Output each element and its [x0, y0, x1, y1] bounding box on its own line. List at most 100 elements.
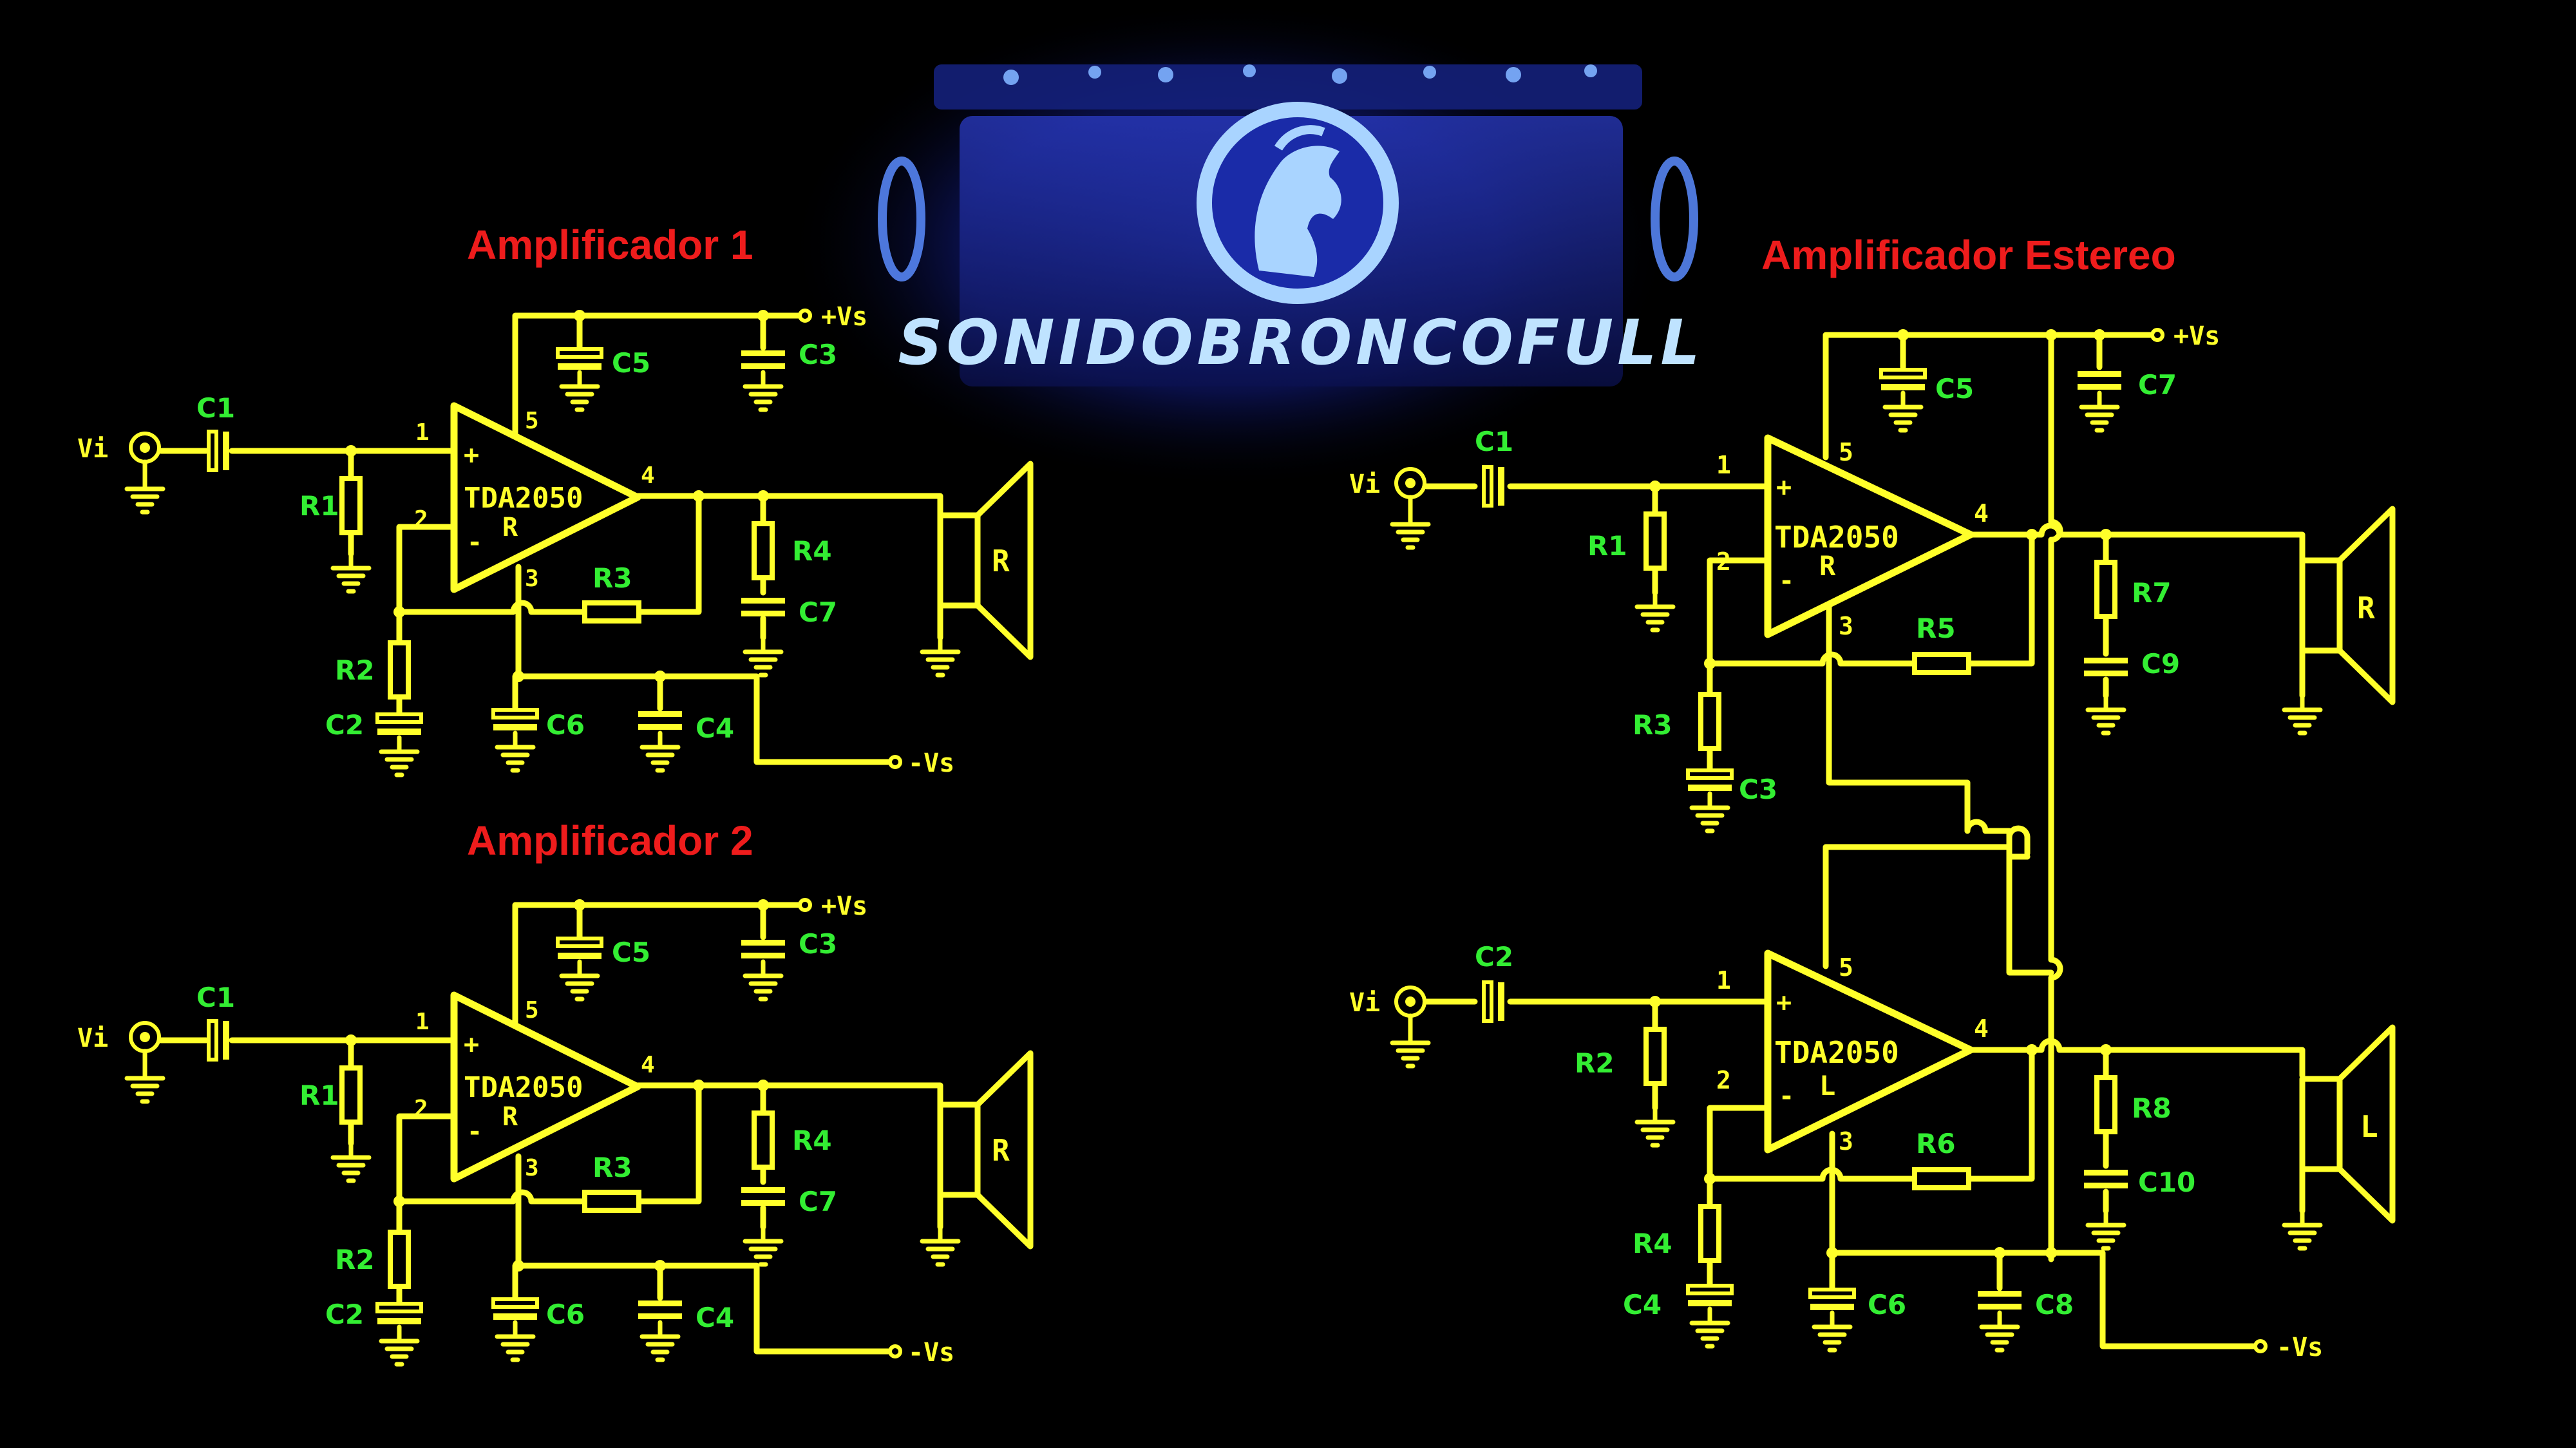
- vminus-label: -Vs: [908, 1338, 954, 1367]
- svg-text:R1: R1: [299, 490, 339, 522]
- svg-text:C5: C5: [612, 937, 650, 968]
- channel-label: R: [502, 513, 518, 542]
- speaker-label: L: [2360, 1109, 2378, 1144]
- svg-text:C1: C1: [1475, 426, 1513, 457]
- svg-text:R4: R4: [1633, 1228, 1672, 1259]
- svg-text:C3: C3: [799, 928, 837, 960]
- svg-text:-: -: [1779, 566, 1794, 596]
- svg-text:5: 5: [525, 997, 539, 1024]
- speaker-label: R: [992, 544, 1010, 578]
- svg-text:2: 2: [414, 1096, 428, 1122]
- title-amplificador-2: Amplificador 2: [467, 817, 753, 864]
- svg-text:+: +: [464, 441, 479, 470]
- input-label: Vi: [77, 1024, 108, 1053]
- title-amplificador-1: Amplificador 1: [467, 222, 753, 268]
- chip-label: TDA2050: [464, 1071, 583, 1104]
- svg-text:R3: R3: [592, 562, 632, 594]
- chip-label: TDA2050: [464, 482, 583, 515]
- logo-banner: SONIDOBRONCOFULL: [786, 0, 1703, 490]
- horse-head-icon: [1197, 102, 1399, 304]
- svg-text:4: 4: [1974, 1015, 1989, 1043]
- svg-text:C7: C7: [799, 1186, 837, 1217]
- channel-label: R: [502, 1102, 518, 1132]
- svg-text:-: -: [467, 1117, 482, 1147]
- input-label: Vi: [1349, 470, 1380, 499]
- svg-text:2: 2: [414, 506, 428, 533]
- svg-text:C7: C7: [799, 596, 837, 628]
- svg-text:C3: C3: [1739, 774, 1777, 805]
- svg-text:C6: C6: [546, 1299, 585, 1330]
- svg-text:+: +: [1776, 473, 1792, 502]
- svg-text:C9: C9: [2141, 648, 2180, 680]
- svg-text:C10: C10: [2138, 1167, 2195, 1198]
- svg-text:2: 2: [1716, 1066, 1731, 1094]
- vminus-label: -Vs: [908, 748, 954, 778]
- svg-text:R1: R1: [1587, 530, 1627, 562]
- svg-text:4: 4: [641, 462, 655, 489]
- svg-text:C5: C5: [1935, 373, 1974, 405]
- svg-text:-: -: [1779, 1081, 1794, 1111]
- svg-text:5: 5: [1839, 953, 1853, 982]
- svg-text:R7: R7: [2132, 577, 2172, 609]
- svg-text:4: 4: [1974, 499, 1989, 528]
- svg-text:C6: C6: [546, 709, 585, 741]
- amplifier-2-circuit: + - TDA2050 R 1 2 3 4 5 Vi C1 R1 C5 C3 +…: [77, 891, 1030, 1367]
- svg-text:C1: C1: [196, 392, 235, 424]
- svg-text:R5: R5: [1916, 613, 1956, 644]
- svg-text:3: 3: [525, 1155, 539, 1181]
- svg-text:1: 1: [1716, 966, 1731, 995]
- svg-text:C3: C3: [799, 339, 837, 370]
- logo-text: SONIDOBRONCOFULL: [898, 307, 1703, 379]
- svg-text:1: 1: [415, 1009, 430, 1035]
- svg-text:R3: R3: [1633, 709, 1672, 741]
- title-amplificador-estereo: Amplificador Estereo: [1761, 232, 2176, 278]
- svg-text:C4: C4: [696, 1302, 734, 1333]
- svg-text:3: 3: [525, 566, 539, 592]
- svg-text:4: 4: [641, 1052, 655, 1078]
- svg-text:R2: R2: [335, 654, 375, 686]
- svg-text:R3: R3: [592, 1152, 632, 1183]
- vplus-label: +Vs: [821, 891, 867, 921]
- chip-label: TDA2050: [1774, 1035, 1899, 1070]
- svg-text:1: 1: [1716, 451, 1731, 479]
- svg-text:C8: C8: [2035, 1289, 2074, 1320]
- input-label: Vi: [1349, 988, 1380, 1018]
- stereo-amplifier-circuit: + - TDA2050 R 1 2 3 4 5 Vi C1 R1 R5 R3 C…: [1349, 321, 2392, 1362]
- svg-text:C6: C6: [1868, 1289, 1906, 1320]
- svg-text:C4: C4: [696, 712, 734, 744]
- svg-text:C2: C2: [1475, 941, 1513, 973]
- channel-label: R: [1819, 550, 1836, 582]
- svg-text:+: +: [464, 1030, 479, 1060]
- speaker-label: R: [2357, 591, 2375, 625]
- vminus-label: -Vs: [2277, 1333, 2323, 1362]
- svg-text:R4: R4: [792, 535, 832, 567]
- channel-label: L: [1819, 1070, 1835, 1101]
- svg-text:5: 5: [1839, 438, 1853, 466]
- svg-text:R4: R4: [792, 1125, 832, 1156]
- speaker-label: R: [992, 1133, 1010, 1168]
- svg-text:5: 5: [525, 408, 539, 434]
- svg-text:-: -: [467, 528, 482, 557]
- svg-text:R8: R8: [2132, 1092, 2172, 1124]
- vplus-label: +Vs: [821, 302, 867, 332]
- svg-text:C7: C7: [2138, 369, 2177, 401]
- svg-text:C4: C4: [1623, 1289, 1662, 1320]
- svg-text:R6: R6: [1916, 1128, 1956, 1159]
- svg-text:C5: C5: [612, 347, 650, 379]
- svg-text:C2: C2: [325, 1299, 364, 1330]
- svg-text:R2: R2: [335, 1244, 375, 1275]
- chip-label: TDA2050: [1774, 520, 1899, 555]
- svg-text:3: 3: [1839, 1127, 1853, 1156]
- svg-text:C2: C2: [325, 709, 364, 741]
- svg-text:2: 2: [1716, 548, 1731, 576]
- svg-text:R1: R1: [299, 1080, 339, 1111]
- svg-text:+: +: [1776, 988, 1792, 1018]
- svg-text:3: 3: [1839, 612, 1853, 640]
- svg-text:1: 1: [415, 419, 430, 446]
- vplus-label: +Vs: [2174, 321, 2220, 351]
- svg-text:R2: R2: [1575, 1047, 1615, 1079]
- svg-text:C1: C1: [196, 982, 235, 1013]
- input-label: Vi: [77, 434, 108, 464]
- amplifier-1-circuit: + - TDA2050 R 1 2 3 4 5 Vi C1 R1 C5 C3 +…: [77, 302, 1030, 778]
